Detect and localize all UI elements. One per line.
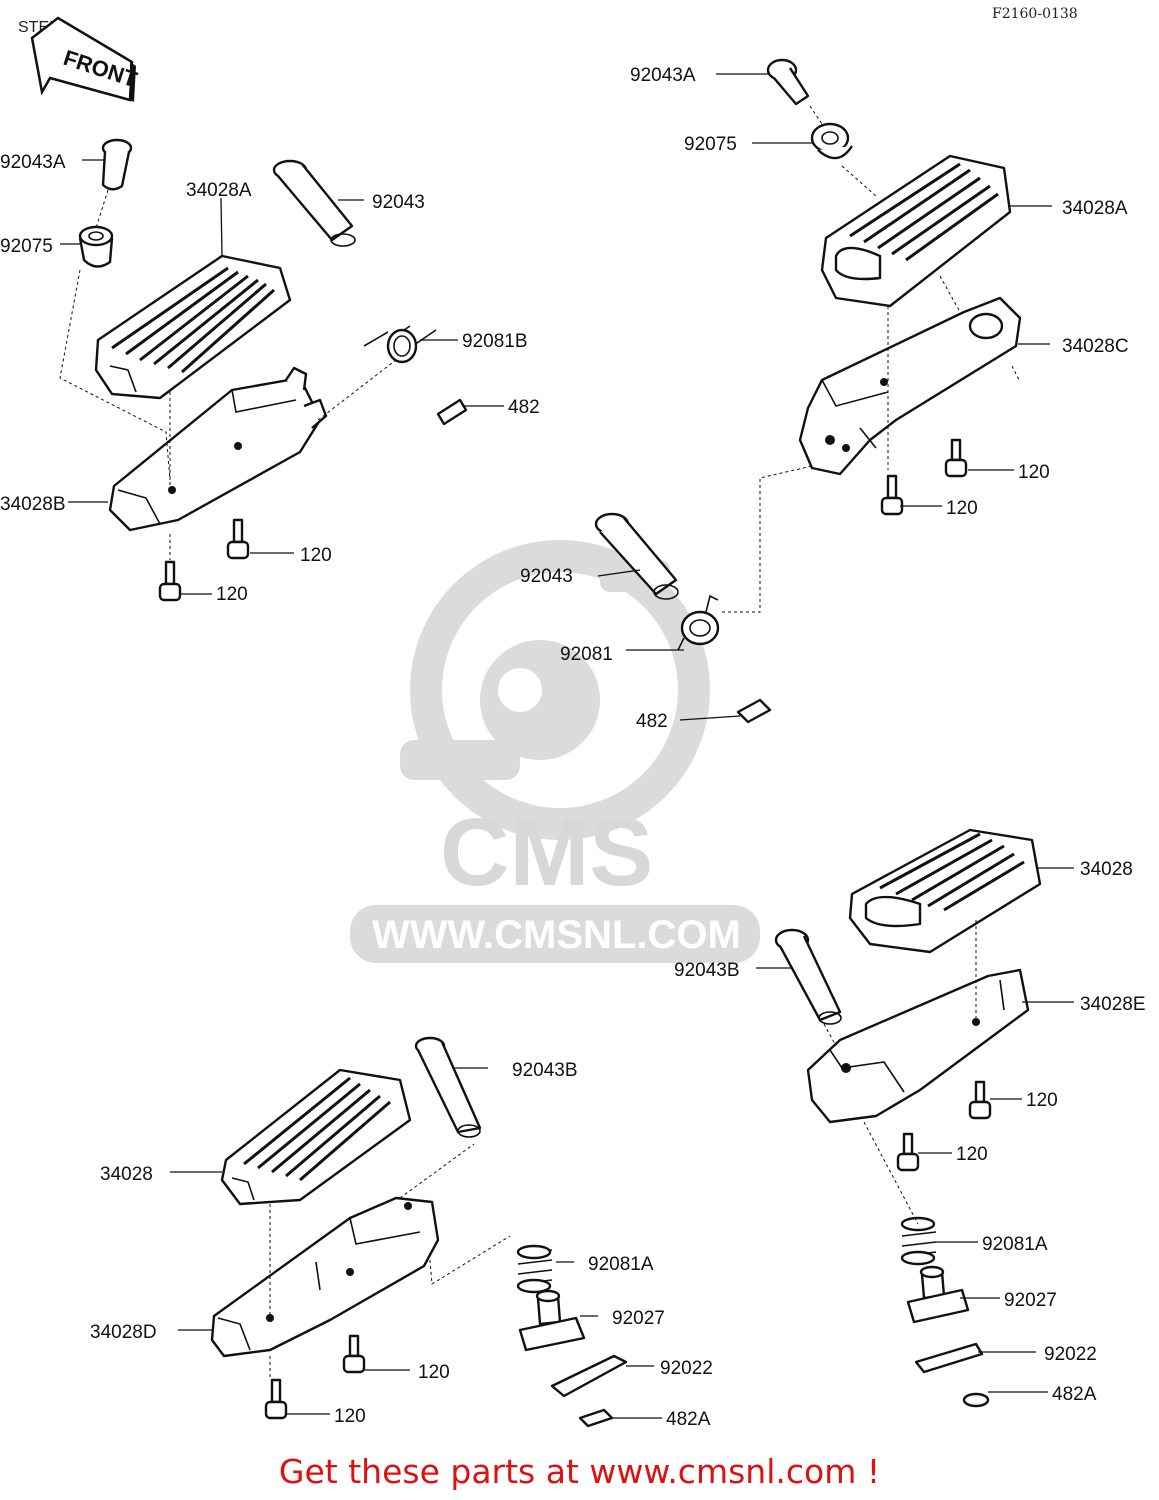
pin-92043a-right: [766, 58, 810, 106]
bolt-120-bottom-right-a: [968, 1080, 992, 1120]
pin-92043-left: [272, 159, 356, 247]
plunger-92027-bottom-right: [906, 1265, 970, 1324]
label-482a-bottom-left: 482A: [666, 1409, 711, 1430]
bolt-120-right-a: [944, 438, 968, 478]
bolt-120-left-b: [158, 560, 182, 602]
label-92081b-left: 92081B: [462, 331, 528, 352]
footpeg-bracket-34028d-bottom-left: [210, 1196, 440, 1358]
spring-92081-center: [677, 594, 720, 651]
assembly-top-left: [59, 138, 468, 602]
label-482-left: 482: [508, 397, 540, 418]
label-120-right-a: 120: [1018, 462, 1050, 483]
pin-92043a-left: [101, 138, 133, 191]
label-34028b-left: 34028B: [0, 494, 66, 515]
label-34028e-bottom-right: 34028E: [1080, 994, 1146, 1015]
label-92081a-bottom-left: 92081A: [588, 1254, 654, 1275]
plate-92022-bottom-left: [550, 1354, 628, 1398]
clip-482-center: [736, 698, 772, 724]
front-arrow-icon: FRONT: [30, 16, 141, 102]
assembly-top-right: [766, 58, 1022, 516]
label-92043-center: 92043: [520, 566, 573, 587]
label-482a-bottom-right: 482A: [1052, 1384, 1097, 1405]
label-482-center: 482: [636, 711, 668, 732]
footpeg-bracket-34028b-left: [108, 366, 328, 532]
clip-482a-bottom-right: [962, 1392, 990, 1408]
label-34028-bottom-right: 34028: [1080, 859, 1133, 880]
plunger-92027-bottom-left: [518, 1289, 586, 1352]
footpeg-rubber-34028a-left: [94, 254, 292, 400]
bolt-120-bottom-left-b: [264, 1378, 288, 1420]
label-34028a-left: 34028A: [186, 180, 252, 201]
label-120-right-b: 120: [946, 498, 978, 519]
label-92022-bottom-left: 92022: [660, 1358, 713, 1379]
label-92022-bottom-right: 92022: [1044, 1344, 1097, 1365]
label-92043a-right: 92043A: [630, 65, 696, 86]
pin-92043b-bottom-right: [774, 928, 842, 1025]
label-120-bottom-right-b: 120: [956, 1144, 988, 1165]
watermark: CMS WWW.CMSNL.COM: [350, 540, 760, 963]
clip-482-left: [436, 398, 468, 426]
label-92043b-bottom-left: 92043B: [512, 1060, 578, 1081]
footpeg-bracket-34028e-bottom-right: [806, 968, 1030, 1124]
watermark-url: WWW.CMSNL.COM: [372, 913, 741, 957]
footer-cta[interactable]: Get these parts at www.cmsnl.com !: [278, 1452, 881, 1491]
label-92027-bottom-right: 92027: [1004, 1290, 1057, 1311]
label-92027-bottom-left: 92027: [612, 1308, 665, 1329]
label-120-bottom-left-b: 120: [334, 1406, 366, 1427]
label-92043a-left: 92043A: [0, 152, 66, 173]
clip-482a-bottom-left: [578, 1408, 614, 1428]
bolt-120-left-a: [226, 518, 250, 560]
label-92081-center: 92081: [560, 644, 613, 665]
diagram-ref-code: F2160-0138: [992, 6, 1078, 22]
footpeg-rubber-34028-bottom-left: [220, 1068, 412, 1206]
assembly-center: [594, 465, 813, 724]
label-34028d-bottom-left: 34028D: [90, 1322, 157, 1343]
label-92075-right: 92075: [684, 134, 737, 155]
bolt-120-bottom-right-b: [896, 1132, 920, 1172]
footpeg-rubber-34028-bottom-right: [848, 828, 1042, 954]
label-92043-left: 92043: [372, 192, 425, 213]
pin-92043b-bottom-left: [414, 1036, 482, 1138]
label-34028c-right: 34028C: [1062, 336, 1129, 357]
bolt-120-bottom-left-a: [342, 1334, 366, 1374]
assembly-bottom-right: [774, 828, 1042, 1408]
label-120-bottom-left-a: 120: [418, 1362, 450, 1383]
label-92081a-bottom-right: 92081A: [982, 1234, 1048, 1255]
label-34028a-right: 34028A: [1062, 198, 1128, 219]
collar-92075-left: [78, 225, 114, 268]
label-120-bottom-right-a: 120: [1026, 1090, 1058, 1111]
spring-92081a-bottom-right: [900, 1216, 937, 1266]
label-92043b-bottom-right: 92043B: [674, 960, 740, 981]
bolt-120-right-b: [880, 474, 904, 516]
label-34028-bottom-left: 34028: [100, 1164, 153, 1185]
label-120-left-a: 120: [300, 545, 332, 566]
spring-92081b-left: [363, 325, 437, 364]
collar-92075-right: [810, 122, 854, 160]
footpeg-rubber-34028a-right: [820, 154, 1012, 308]
pin-92043-center: [594, 512, 679, 600]
spring-92081a-bottom-left: [516, 1244, 553, 1294]
assembly-bottom-left: [210, 1036, 628, 1428]
mechanic-mascot-icon: [400, 540, 710, 840]
footpeg-bracket-34028c-right: [798, 296, 1022, 476]
watermark-logo: CMS: [440, 799, 653, 906]
label-92075-left: 92075: [0, 236, 53, 257]
label-120-left-b: 120: [216, 584, 248, 605]
plate-92022-bottom-right: [914, 1342, 984, 1374]
